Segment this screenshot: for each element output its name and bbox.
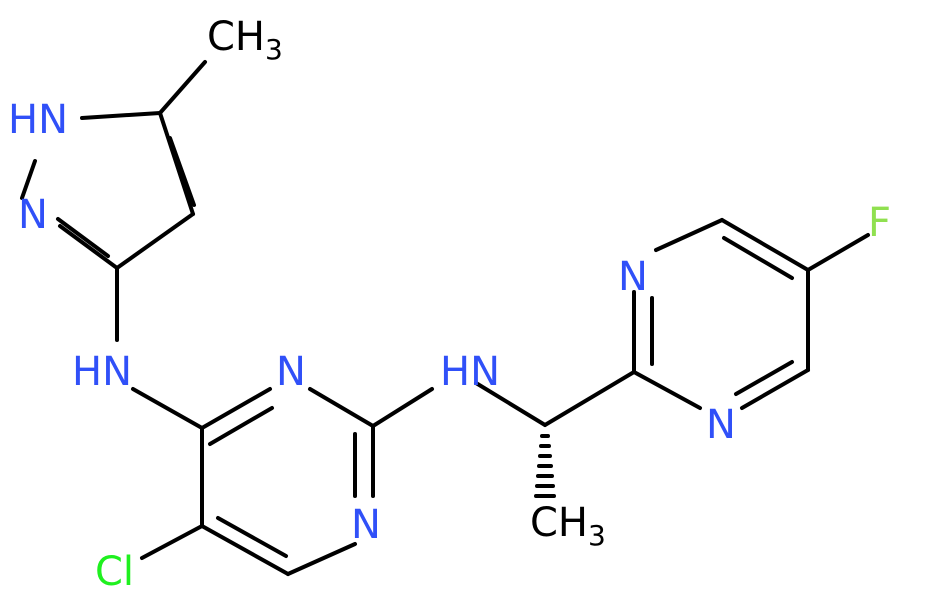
amine-nh-left-label: HN — [72, 349, 132, 395]
bond — [216, 516, 288, 558]
bond — [115, 212, 195, 270]
methyl-top-label: CH3 — [207, 14, 283, 66]
pyrimidine-n-bottom-label: N — [351, 502, 381, 548]
chlorine-label: Cl — [95, 549, 134, 595]
bond — [200, 387, 272, 430]
bond — [474, 381, 547, 427]
bond — [58, 224, 119, 270]
bond — [720, 218, 810, 272]
bond — [734, 360, 794, 396]
bond — [80, 111, 162, 120]
bond — [308, 387, 375, 428]
bond — [806, 233, 870, 272]
pyrimidine-n-top-label: N — [276, 349, 306, 395]
fluoro-pyrimidine-n-top-label: N — [618, 254, 648, 300]
bond — [371, 387, 434, 428]
bond — [131, 387, 204, 430]
bond — [654, 218, 724, 252]
bonds — [20, 60, 870, 576]
bond — [632, 370, 702, 410]
bond — [168, 136, 196, 207]
bond — [158, 111, 195, 216]
bond — [56, 217, 110, 258]
bond — [740, 368, 810, 410]
bond — [286, 542, 357, 576]
bond — [20, 159, 37, 200]
hashed-wedge — [534, 434, 556, 498]
bond — [543, 370, 636, 427]
bond — [722, 236, 794, 280]
bond — [140, 524, 204, 560]
amine-nh-right-label: HN — [440, 349, 500, 395]
bond — [158, 60, 207, 115]
atom-labels: CH3 HN N HN N N HN Cl CH3 N N F — [8, 14, 891, 595]
methyl-bottom-label: CH3 — [530, 500, 606, 552]
pyrazole-n-label: N — [18, 192, 48, 238]
bond — [200, 524, 290, 576]
fluorine-label: F — [868, 200, 891, 246]
pyrazole-nh-label: HN — [8, 97, 68, 143]
bond — [208, 406, 274, 446]
fluoro-pyrimidine-n-bottom-label: N — [706, 402, 736, 448]
